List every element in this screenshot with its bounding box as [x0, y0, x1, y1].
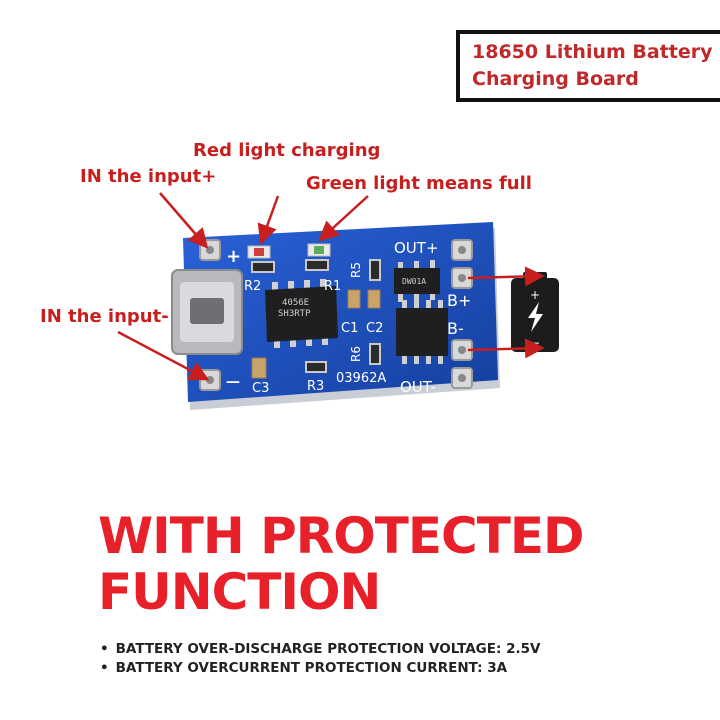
headline-line-2: FUNCTION: [98, 563, 381, 621]
micro-usb-port: [171, 269, 243, 355]
c3-label: C3: [252, 381, 269, 396]
green-led: [307, 243, 331, 257]
arrow-b-minus: [467, 338, 545, 359]
battery-icon: + −: [511, 272, 559, 352]
resistor-r6: [369, 343, 381, 365]
r5-label: R5: [349, 262, 363, 278]
arrow-green-light: [318, 195, 369, 242]
chip-marking-2: SH3RTP: [278, 309, 311, 319]
arrow-b-plus: [467, 266, 545, 287]
callout-in-plus: IN the input+: [80, 166, 217, 187]
charger-chip: [265, 279, 338, 348]
spec-list: BATTERY OVER-DISCHARGE PROTECTION VOLTAG…: [100, 640, 541, 678]
mosfet-chip: [396, 300, 448, 364]
b-plus-label: B+: [447, 291, 471, 310]
capacitor-c2: [367, 289, 381, 309]
spec-item: BATTERY OVER-DISCHARGE PROTECTION VOLTAG…: [100, 640, 541, 659]
capacitor-c1: [347, 289, 361, 309]
out-plus-label: OUT+: [394, 239, 439, 257]
headline-line-1: WITH PROTECTED: [98, 507, 584, 565]
arrow-in-minus: [117, 330, 210, 381]
title-line-2: Charging Board: [472, 68, 639, 90]
resistor-r5: [369, 259, 381, 281]
battery-plus-sign: +: [530, 288, 540, 302]
r3-label: R3: [307, 379, 324, 394]
c1-label: C1: [341, 321, 358, 336]
out-minus-label: OUT-: [400, 378, 436, 396]
capacitor-c3: [251, 357, 267, 379]
r2-label: R2: [244, 279, 261, 294]
b-minus-label: B-: [447, 319, 464, 338]
pad-plus-label: +: [226, 246, 241, 267]
resistor-r3: [305, 361, 327, 373]
arrow-red-light: [257, 195, 280, 245]
arrow-in-plus: [159, 192, 209, 249]
protection-chip: [394, 260, 440, 302]
chip-marking-1: 4056E: [282, 298, 309, 308]
spec-item: BATTERY OVERCURRENT PROTECTION CURRENT: …: [100, 659, 540, 678]
title-line-1: 18650 Lithium Battery: [472, 41, 713, 63]
callout-green-light: Green light means full: [306, 173, 532, 194]
protection-chip-marking: DW01A: [402, 277, 426, 286]
r1-label: R1: [324, 279, 341, 294]
resistor-r2: [251, 261, 275, 273]
red-led: [247, 245, 271, 259]
title-box: 18650 Lithium Battery Charging Board: [456, 30, 720, 102]
pad-minus-label: —: [226, 374, 240, 390]
board-code-label: 03962A: [336, 371, 386, 386]
resistor-r1: [305, 259, 329, 271]
c2-label: C2: [366, 321, 383, 336]
callout-in-minus: IN the input-: [40, 306, 169, 327]
r6-label: R6: [349, 346, 363, 362]
callout-red-light: Red light charging: [193, 140, 381, 161]
feature-headline: WITH PROTECTED FUNCTION: [98, 508, 584, 620]
